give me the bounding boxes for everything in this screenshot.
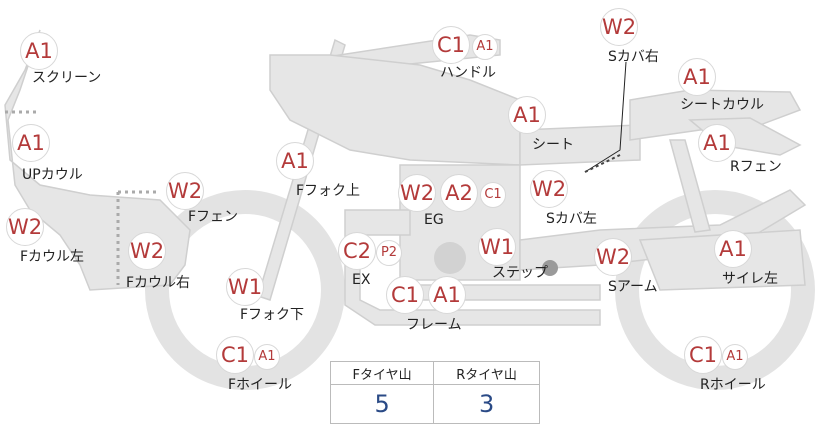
grade-badge-small: A1: [472, 34, 498, 60]
part-label-f-fender: Fフェン: [188, 209, 239, 225]
part-label-s-cover-right: Sカバ右: [608, 49, 659, 65]
part-label-r-fender: Rフェン: [730, 159, 782, 175]
grade-badge: C1: [684, 336, 722, 374]
grade-badge: A1: [508, 96, 546, 134]
rear-tire-value: 3: [433, 384, 540, 424]
part-label-screen: スクリーン: [32, 70, 102, 86]
grade-badge: A2: [440, 174, 478, 212]
part-label-s-cover-left: Sカバ左: [546, 211, 597, 227]
part-label-frame: フレーム: [406, 317, 462, 333]
part-label-f-wheel: Fホイール: [228, 377, 293, 393]
grade-badge: C1: [386, 276, 424, 314]
part-label-upper-cowl: UPカウル: [22, 167, 83, 183]
grade-badge-small: P2: [376, 240, 402, 266]
part-label-f-cowl-right: Fカウル右: [126, 275, 191, 291]
grade-badge-small: C1: [480, 182, 506, 208]
grade-badge: A1: [714, 230, 752, 268]
grade-badge-small: A1: [722, 344, 748, 370]
grade-badge: A1: [678, 58, 716, 96]
grade-badge: A1: [20, 32, 58, 70]
grade-badge: W1: [478, 228, 516, 266]
grade-badge: A1: [698, 124, 736, 162]
grade-badge: C2: [338, 232, 376, 270]
part-label-swingarm: Sアーム: [608, 279, 658, 295]
part-label-f-fork-upper: Fフォク上: [296, 183, 361, 199]
grade-badge: W2: [600, 8, 638, 46]
grade-badge: W2: [6, 208, 44, 246]
grade-badge: W2: [398, 174, 436, 212]
grade-badge: A1: [12, 124, 50, 162]
front-tire-value: 5: [329, 384, 435, 424]
part-label-r-wheel: Rホイール: [700, 377, 766, 393]
part-label-handle: ハンドル: [440, 65, 496, 81]
grade-badge: W2: [128, 232, 166, 270]
part-label-silencer-left: サイレ左: [722, 271, 778, 287]
part-label-seat-cowl: シートカウル: [680, 97, 764, 113]
grade-badge: A1: [428, 276, 466, 314]
grade-badge: W2: [594, 238, 632, 276]
grade-badge-small: A1: [254, 344, 280, 370]
part-label-exhaust: EX: [352, 272, 371, 288]
grade-badge: W2: [166, 172, 204, 210]
part-label-step: ステップ: [492, 265, 548, 281]
tire-tread-table: Fタイヤ山 Rタイヤ山 5 3: [329, 361, 540, 424]
grade-badge: A1: [276, 142, 314, 180]
grade-badge: W2: [530, 170, 568, 208]
grade-badge: W1: [226, 268, 264, 306]
grade-badge: C1: [432, 26, 470, 64]
part-label-f-cowl-left: Fカウル左: [20, 249, 85, 265]
rear-tire-header: Rタイヤ山: [433, 361, 540, 385]
front-tire-header: Fタイヤ山: [329, 361, 435, 385]
grade-badge: C1: [216, 336, 254, 374]
part-label-seat: シート: [532, 137, 574, 153]
part-label-f-fork-lower: Fフォク下: [240, 307, 305, 323]
part-label-engine: EG: [424, 212, 444, 228]
